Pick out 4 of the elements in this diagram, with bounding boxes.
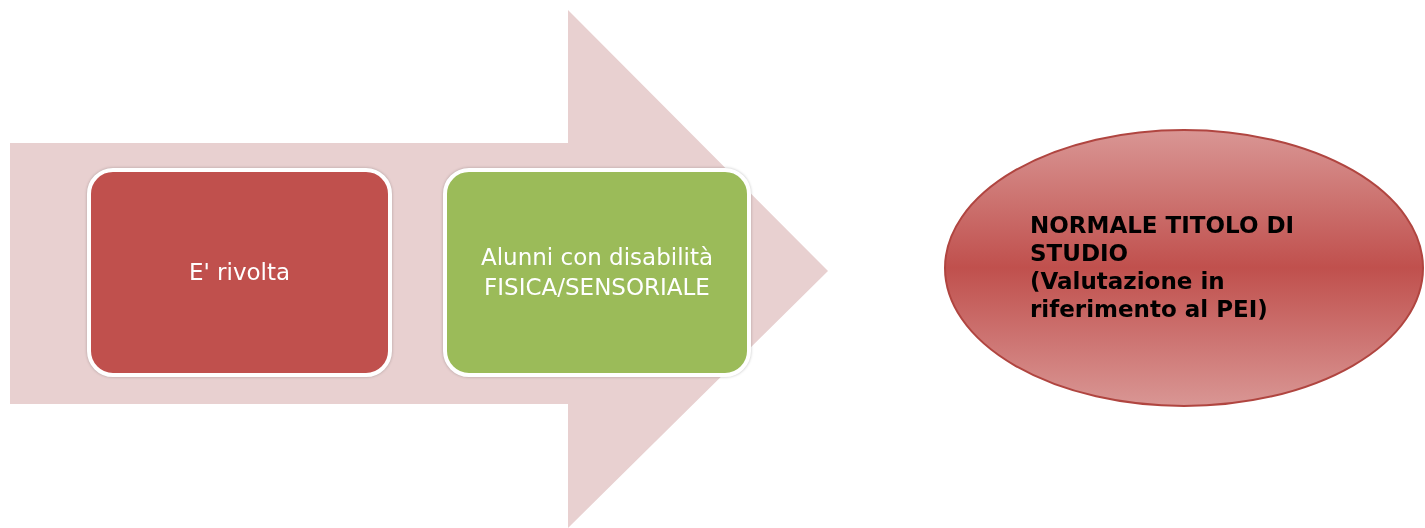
ellipse-text: (Valutazione in riferimento al PEI): [1030, 268, 1269, 324]
process-box: Alunni con disabilità FISICA/SENSORIALE: [443, 168, 751, 377]
process-box: E' rivolta: [87, 168, 392, 377]
ellipse-text: NORMALE TITOLO DI STUDIO: [1030, 212, 1296, 268]
